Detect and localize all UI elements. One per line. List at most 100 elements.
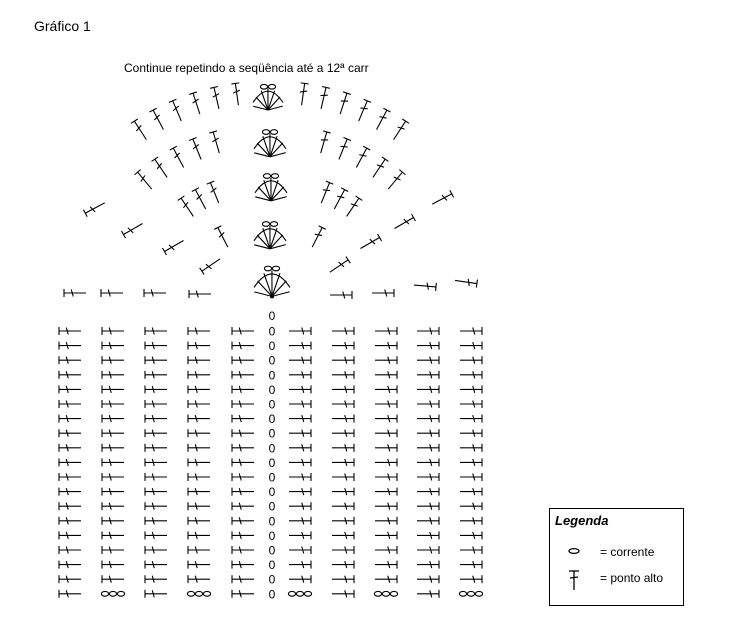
- double-crochet: [187, 356, 210, 365]
- double-crochet: [289, 458, 312, 467]
- double-crochet: [375, 327, 398, 335]
- legend-label-double-crochet: = ponto alto: [600, 571, 664, 585]
- double-crochet: [231, 487, 254, 496]
- double-crochet: [375, 575, 398, 584]
- double-crochet: [417, 370, 440, 379]
- chain-stitch: [108, 590, 118, 597]
- chain-stitch: [270, 173, 280, 179]
- double-crochet: [460, 473, 483, 481]
- double-crochet: [332, 341, 355, 350]
- double-crochet: [417, 546, 440, 554]
- double-crochet: [355, 145, 371, 168]
- double-crochet: [394, 213, 417, 229]
- double-crochet: [329, 256, 351, 273]
- chain-stitch: [474, 590, 484, 597]
- center-chain-marker: 0: [269, 529, 276, 543]
- chain-stitch: [202, 590, 212, 597]
- double-crochet: [101, 429, 124, 438]
- double-crochet: [144, 589, 167, 598]
- center-chain-marker: 0: [269, 368, 276, 382]
- double-crochet: [101, 487, 124, 496]
- double-crochet: [375, 370, 398, 379]
- chain-stitch: [458, 590, 468, 597]
- double-crochet: [289, 546, 312, 554]
- double-crochet: [144, 531, 167, 540]
- double-crochet: [101, 516, 124, 525]
- double-crochet: [417, 502, 440, 511]
- double-crochet: [187, 414, 210, 423]
- double-crochet: [58, 443, 81, 452]
- center-chain-marker: 0: [269, 514, 276, 528]
- double-crochet: [187, 370, 210, 379]
- center-chain-marker: 0: [269, 383, 276, 397]
- double-crochet: [231, 575, 254, 584]
- double-crochet: [375, 560, 398, 569]
- double-crochet: [339, 91, 351, 115]
- double-crochet: [58, 414, 81, 423]
- double-crochet-icon: [569, 570, 579, 590]
- double-crochet: [58, 589, 81, 598]
- double-crochet: [460, 546, 483, 554]
- double-crochet: [231, 82, 241, 106]
- double-crochet: [187, 502, 210, 511]
- double-crochet: [289, 385, 312, 394]
- double-crochet: [460, 356, 483, 365]
- double-crochet: [169, 145, 185, 168]
- double-crochet: [187, 487, 210, 496]
- double-crochet: [231, 443, 254, 452]
- double-crochet: [372, 289, 395, 297]
- double-crochet: [63, 289, 86, 297]
- double-crochet: [101, 502, 124, 511]
- double-crochet: [187, 458, 210, 467]
- double-crochet: [58, 531, 81, 540]
- double-crochet: [417, 341, 440, 350]
- double-crochet: [101, 370, 124, 379]
- chain-stitch: [259, 83, 269, 90]
- double-crochet: [231, 356, 254, 365]
- double-crochet: [101, 356, 124, 365]
- double-crochet: [332, 429, 355, 438]
- double-crochet: [332, 546, 355, 554]
- center-chain-marker: 0: [269, 412, 276, 426]
- double-crochet: [213, 225, 229, 248]
- legend-box: Legenda = corrente = ponto alto: [549, 508, 684, 606]
- chain-stitch-icon: [568, 547, 580, 555]
- double-crochet: [375, 356, 398, 365]
- double-crochet: [375, 443, 398, 452]
- double-crochet: [187, 443, 210, 452]
- chain-stitch: [466, 590, 476, 597]
- shell-motif: [253, 133, 287, 158]
- double-crochet: [332, 487, 355, 496]
- center-chain-marker: 0: [269, 354, 276, 368]
- chain-stitch: [373, 590, 383, 597]
- double-crochet: [460, 327, 483, 335]
- double-crochet: [460, 341, 483, 350]
- double-crochet: [311, 225, 327, 248]
- double-crochet: [144, 327, 167, 335]
- double-crochet: [134, 169, 153, 190]
- double-crochet: [460, 414, 483, 423]
- double-crochet: [231, 531, 254, 540]
- double-crochet: [332, 473, 355, 481]
- double-crochet: [460, 400, 483, 408]
- double-crochet: [375, 458, 398, 467]
- double-crochet: [417, 400, 440, 408]
- double-crochet: [375, 341, 398, 350]
- double-crochet: [144, 473, 167, 481]
- double-crochet: [58, 473, 81, 481]
- double-crochet: [144, 516, 167, 525]
- double-crochet: [231, 502, 254, 511]
- double-crochet: [375, 531, 398, 540]
- center-ring-dot: [270, 294, 274, 299]
- double-crochet: [231, 560, 254, 569]
- double-crochet: [144, 443, 167, 452]
- double-crochet: [460, 429, 483, 438]
- double-crochet: [144, 487, 167, 496]
- double-crochet: [375, 516, 398, 525]
- double-crochet: [417, 531, 440, 540]
- chain-stitch: [271, 265, 281, 272]
- chain-stitch: [295, 590, 305, 597]
- double-crochet: [206, 180, 220, 204]
- chain-stitch: [100, 590, 110, 597]
- double-crochet: [332, 370, 355, 379]
